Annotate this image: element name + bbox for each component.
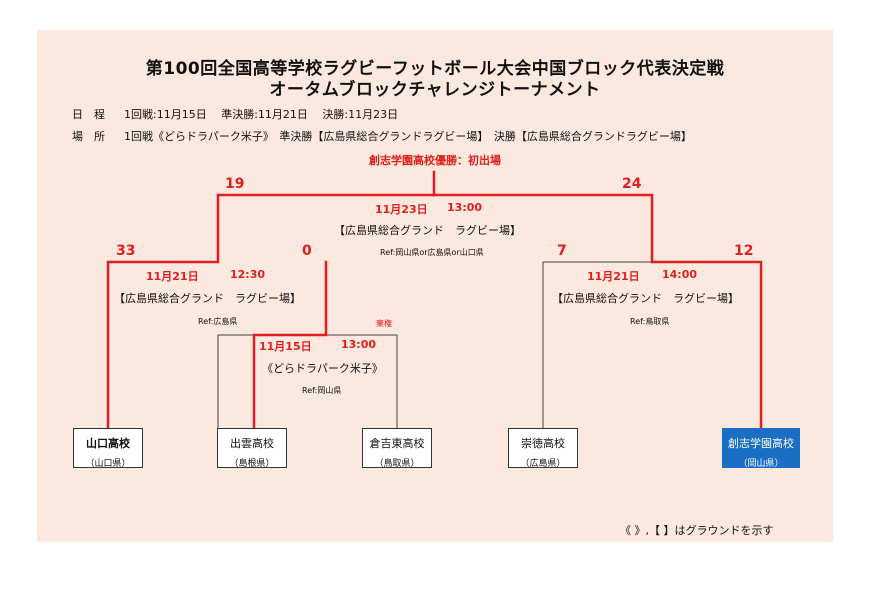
bracket-line-gray (542, 261, 653, 429)
bracket-line-gray (325, 334, 398, 429)
bracket-panel (37, 30, 833, 542)
semi-left-score-right: 0 (302, 243, 312, 259)
team-name: 創志学園高校 (728, 437, 794, 450)
team-name: 山口高校 (86, 437, 130, 450)
final-venue: 【広島県総合グランド ラグビー場】 (334, 224, 521, 237)
legend-note: 《 》,【 】はグラウンドを示す (620, 524, 774, 537)
bracket-line-red (106, 193, 436, 430)
venue-text: 1回戦《どらドラパーク米子》 準決勝【広島県総合グランドラグビー場】 決勝【広島… (124, 130, 692, 143)
semi-right-date: 11月21日 (587, 270, 640, 283)
round1-date: 11月15日 (259, 340, 312, 353)
semi-left-date: 11月21日 (146, 270, 199, 283)
semi-right-venue: 【広島県総合グランド ラグビー場】 (552, 292, 739, 305)
page-title: 第100回全国高等学校ラグビーフットボール大会中国ブロック代表決定戦 (145, 59, 725, 79)
final-ref: Ref:岡山県or広島県or山口県 (380, 248, 484, 257)
team-box-izumo: 出雲高校 （島根県） (217, 428, 287, 469)
semi-left-time: 12:30 (230, 268, 266, 281)
semi-right-time: 14:00 (662, 268, 698, 281)
semi-right-score-right: 12 (734, 243, 754, 259)
venue-label: 場 所 (72, 130, 105, 143)
team-name: 出雲高校 (230, 437, 274, 450)
team-prefecture: （山口県） (85, 459, 131, 469)
semi-right-ref: Ref:鳥取県 (630, 317, 670, 326)
forfeit-label: 棄権 (376, 319, 392, 328)
bracket-line-red (432, 193, 763, 430)
bracket-line-red (252, 260, 328, 430)
final-score-left: 19 (225, 176, 245, 192)
team-name: 崇徳高校 (521, 437, 565, 450)
round1-time: 13:00 (341, 338, 377, 351)
semi-right-score-left: 7 (557, 243, 567, 259)
team-box-sotoku: 崇徳高校 （広島県） (508, 428, 578, 469)
page-subtitle: オータムブロックチャレンジトーナメント (269, 80, 601, 100)
team-prefecture: （岡山県） (738, 459, 784, 469)
champion-label: 創志学園高校優勝：初出場 (369, 154, 501, 167)
round1-ref: Ref:岡山県 (302, 386, 342, 395)
team-prefecture: （鳥取県） (374, 459, 420, 469)
semi-left-ref: Ref:広島県 (198, 317, 238, 326)
schedule-label: 日 程 (72, 108, 105, 121)
team-prefecture: （広島県） (520, 459, 566, 469)
semi-left-score-left: 33 (116, 243, 136, 259)
semi-left-venue: 【広島県総合グランド ラグビー場】 (114, 292, 301, 305)
round1-venue: 《どらドラパーク米子》 (262, 362, 383, 375)
schedule-text: 1回戦:11月15日 準決勝:11月21日 決勝:11月23日 (124, 108, 399, 121)
team-prefecture: （島根県） (229, 459, 275, 469)
final-score-right: 24 (622, 176, 642, 192)
team-name: 倉吉東高校 (369, 437, 425, 450)
final-time: 13:00 (447, 201, 483, 214)
team-box-soshi-gakuen: 創志学園高校 （岡山県） (722, 428, 800, 469)
team-box-kurayoshi-higashi: 倉吉東高校 （鳥取県） (362, 428, 432, 469)
final-date: 11月23日 (375, 203, 428, 216)
team-box-yamaguchi: 山口高校 （山口県） (73, 428, 143, 469)
